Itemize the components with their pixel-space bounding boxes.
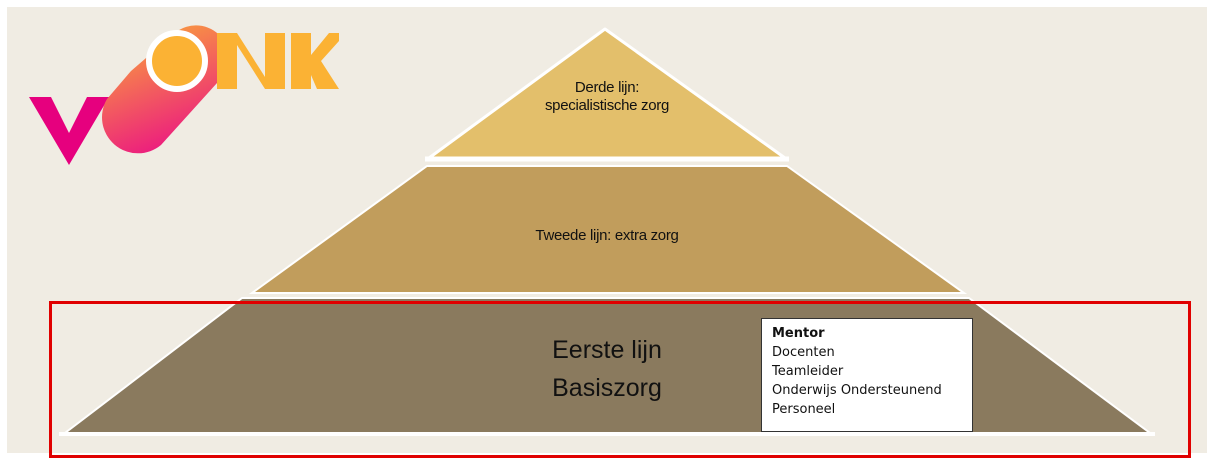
role-mentor: Mentor	[772, 326, 825, 341]
logo-v-letter	[29, 97, 109, 165]
highlight-frame	[49, 301, 1191, 458]
logo-k-letter	[291, 33, 339, 89]
tier-first-label: Eerste lijn Basiszorg	[467, 331, 747, 407]
tier-third-label-line1: Derde lijn:	[574, 79, 640, 96]
diagram-canvas: Derde lijn: specialistische zorg Tweede …	[7, 7, 1207, 458]
tier-third-label: Derde lijn: specialistische zorg	[467, 79, 747, 115]
tier-second-shape	[248, 165, 968, 294]
logo-o-ring	[146, 30, 208, 92]
tier-third-label-line2: specialistische zorg	[544, 97, 670, 114]
logo-n-letter	[217, 33, 285, 89]
vonk-logo	[29, 25, 339, 165]
role-docenten: Docenten	[772, 345, 835, 360]
tier-second-label-line1: Tweede lijn: extra zorg	[535, 227, 679, 244]
role-onderwijs-ondersteunend: Onderwijs Ondersteunend	[772, 383, 942, 398]
tier-second-label: Tweede lijn: extra zorg	[407, 227, 807, 245]
roles-box: Mentor Docenten Teamleider Onderwijs Ond…	[761, 318, 973, 432]
tier-first-label-line1: Eerste lijn	[552, 336, 662, 364]
role-teamleider: Teamleider	[772, 364, 844, 379]
tier-first-label-line2: Basiszorg	[552, 374, 662, 402]
role-personeel: Personeel	[772, 402, 836, 417]
